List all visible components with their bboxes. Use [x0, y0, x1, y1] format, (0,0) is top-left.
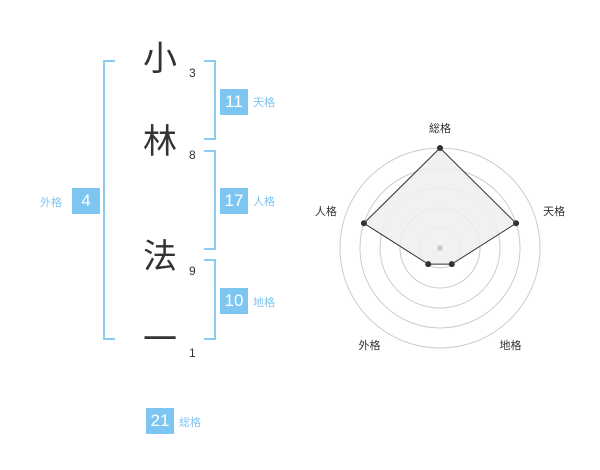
name-char-2: 林 — [143, 122, 177, 162]
tenkaku-label: 天格 — [253, 96, 275, 109]
radar-point-2 — [513, 220, 520, 227]
soukaku-label: 総格 — [179, 416, 201, 429]
radar-axis-label-2: 天格 — [543, 204, 565, 218]
stroke-count-4: 1 — [189, 346, 196, 360]
name-char-4: 一 — [143, 320, 177, 360]
tenkaku-bracket — [204, 60, 216, 140]
chikaku-label: 地格 — [253, 296, 275, 309]
radar-point-5 — [360, 220, 367, 227]
radar-axis-label-4: 外格 — [358, 338, 380, 352]
name-char-3: 法 — [143, 237, 177, 277]
gaikaku-label: 外格 — [40, 196, 62, 209]
radar-points — [360, 145, 520, 268]
stroke-count-1: 3 — [189, 66, 196, 80]
jinkaku-label: 人格 — [253, 195, 275, 208]
soukaku-value: 21 — [146, 408, 174, 434]
radar-axis-label-3: 地格 — [500, 338, 522, 352]
gaikaku-bracket — [103, 60, 115, 340]
radar-point-1 — [437, 145, 443, 151]
name-char-1: 小 — [143, 39, 177, 79]
tenkaku-value: 11 — [220, 89, 248, 115]
chikaku-value: 10 — [220, 288, 248, 314]
jinkaku-value: 17 — [220, 188, 248, 214]
stroke-count-3: 9 — [189, 264, 196, 278]
chikaku-bracket — [204, 259, 216, 340]
stroke-count-2: 8 — [189, 148, 196, 162]
jinkaku-bracket — [204, 150, 216, 250]
gaikaku-value: 4 — [72, 188, 100, 214]
radar-axis-label-1: 総格 — [429, 121, 451, 135]
radar-area — [363, 147, 517, 265]
radar-point-3 — [448, 261, 455, 268]
radar-axis-label-5: 人格 — [315, 204, 337, 218]
radar-point-4 — [425, 261, 432, 268]
radar-center-dot — [437, 245, 443, 251]
